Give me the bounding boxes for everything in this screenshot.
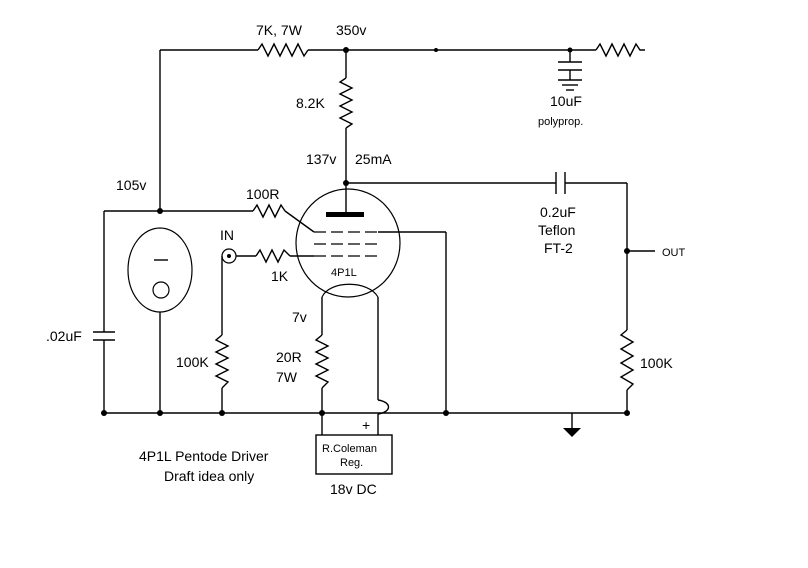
label-teflon: Teflon (538, 222, 575, 238)
resistor-8k2 (338, 77, 354, 129)
label-10uf: 10uF (550, 93, 582, 109)
tube-4p1l (295, 188, 401, 298)
resistor-100k-input (214, 334, 230, 389)
capacitor-0-2uf (555, 172, 566, 194)
title-line-2: Draft idea only (164, 468, 254, 484)
label-supply-resistor: 7K, 7W (256, 22, 303, 38)
label-7w: 7W (276, 369, 298, 385)
label-100k-input: 100K (176, 354, 209, 370)
capacitor-10uf (558, 50, 582, 91)
label-1k: 1K (271, 268, 289, 284)
top-rail (159, 49, 596, 213)
label-out: OUT (662, 247, 686, 259)
junction-rail (434, 48, 438, 52)
label-100k-load: 100K (640, 355, 673, 371)
label-18v-dc: 18v DC (330, 481, 377, 497)
label-polyprop: polyprop. (538, 116, 583, 128)
resistor-1k (255, 248, 291, 264)
resistor-7k (257, 42, 309, 58)
label-7v: 7v (292, 309, 307, 325)
resistor-100k-load (619, 329, 635, 391)
label-02uf: .02uF (46, 328, 82, 344)
label-0-2uf: 0.2uF (540, 204, 576, 220)
regulator-box (315, 434, 393, 475)
input-jack (221, 248, 237, 264)
resistor-20r (314, 334, 330, 389)
label-tube: 4P1L (331, 267, 357, 279)
label-regulator-2: Reg. (340, 457, 363, 469)
label-plate-current: 25mA (355, 151, 392, 167)
label-105v: 105v (116, 177, 146, 193)
resistor-supply-input (595, 42, 645, 58)
label-100r: 100R (246, 186, 279, 202)
resistor-100r (252, 203, 286, 219)
capacitor-02uf (93, 331, 115, 341)
label-ft2: FT-2 (544, 240, 573, 256)
label-plate-resistor: 8.2K (296, 95, 325, 111)
label-plate-voltage: 137v (306, 151, 336, 167)
label-350v: 350v (336, 22, 366, 38)
title-line-1: 4P1L Pentode Driver (139, 448, 269, 464)
ground-bus (101, 410, 630, 416)
label-20r: 20R (276, 349, 302, 365)
label-plus: + (362, 417, 370, 433)
voltage-reference-tube (127, 227, 193, 313)
ground-icon (563, 413, 581, 437)
label-in: IN (220, 227, 234, 243)
label-regulator-1: R.Coleman (322, 443, 377, 455)
